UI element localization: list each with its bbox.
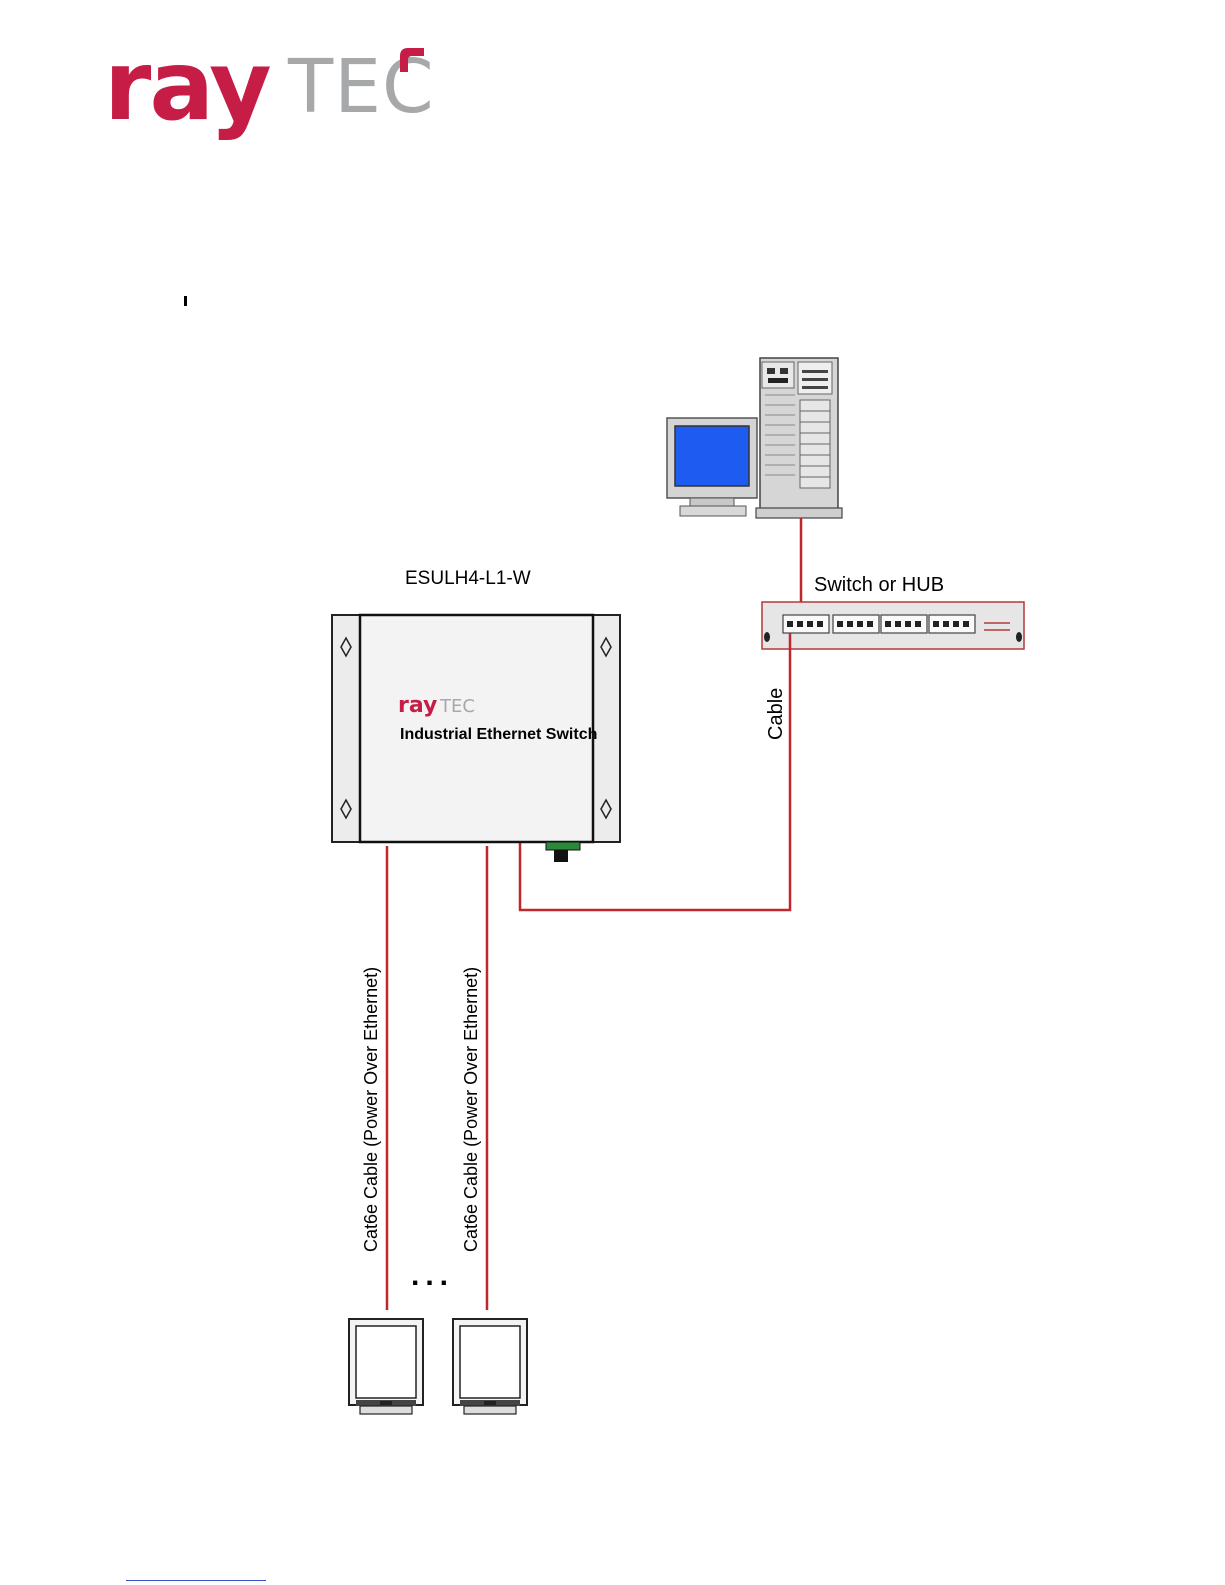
ellipsis-more-devices: ... [411,1259,454,1292]
monitor-screen [675,426,749,486]
uplink-cable-label: Cable [765,688,787,740]
industrial-switch-device: ray TEC Industrial Ethernet Switch [332,615,620,862]
switch-hub-icon [762,602,1024,649]
device-model-label: ESULH4-L1-W [405,568,531,589]
computer-icon [667,358,842,518]
poe-cable-label-2: Cat6e Cable (Power Over Ethernet) [461,967,481,1252]
poe-cable-label-1: Cat6e Cable (Power Over Ethernet) [361,967,381,1252]
illuminator-icon [453,1319,527,1414]
illuminator-icon [349,1319,423,1414]
footer-rule [126,1580,266,1581]
device-brand-tec: TEC [439,696,475,717]
device-brand-ray: ray [398,693,437,718]
switch-label: Switch or HUB [814,574,944,596]
device-name-label: Industrial Ethernet Switch [400,726,597,743]
